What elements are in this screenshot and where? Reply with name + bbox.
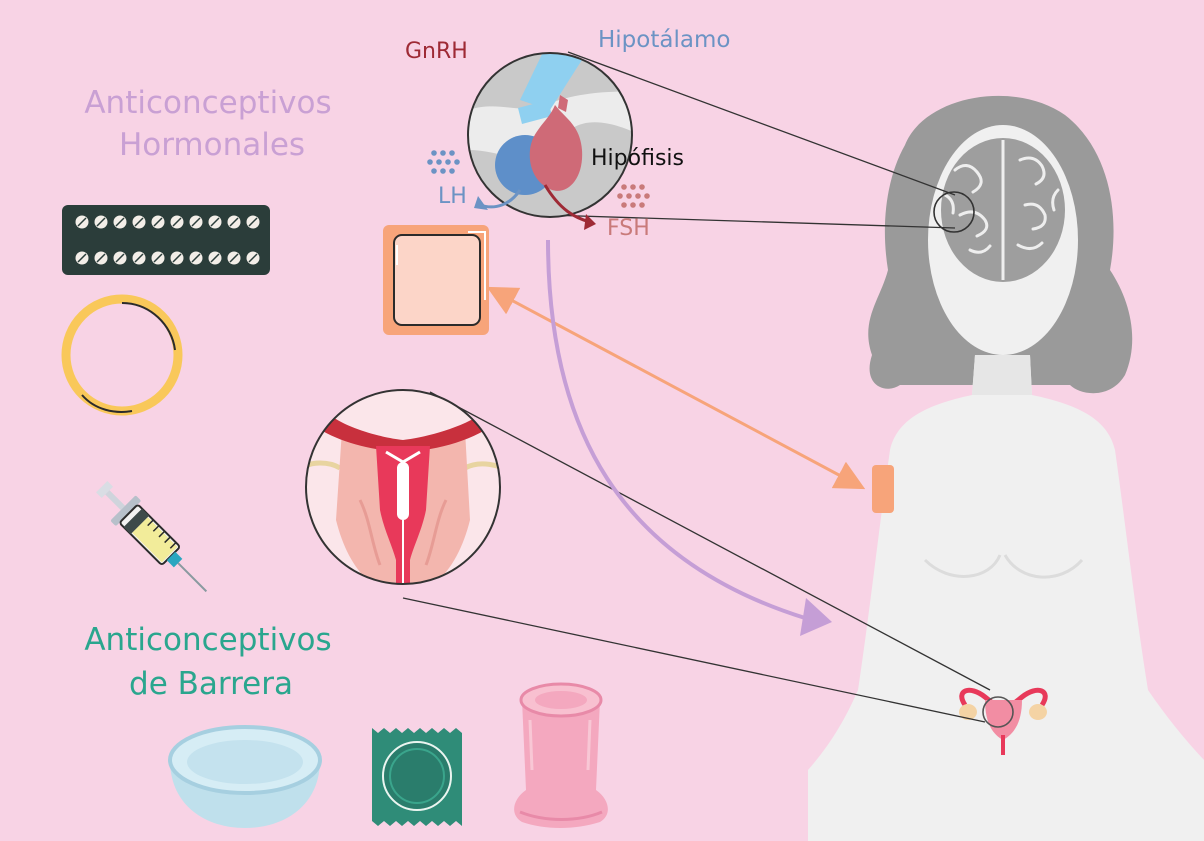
lh-dots-icon: [427, 150, 460, 174]
barrier-title-line1: Anticonceptivos: [84, 622, 331, 658]
pituitary-label: Hipófisis: [591, 146, 684, 171]
pituitary-to-uterus-arrow: [546, 239, 832, 636]
condom-pack-icon: [372, 728, 462, 826]
vaginal-ring-icon: [61, 294, 183, 416]
gnrh-label: GnRH: [405, 39, 468, 64]
pill-pack-icon: [62, 205, 270, 275]
body: [808, 355, 1204, 841]
fsh-dots-icon: [617, 184, 650, 208]
hypothalamus-label: Hipotálamo: [598, 27, 730, 53]
diaphragm-icon: [168, 725, 322, 828]
iud-magnified-icon: [305, 389, 501, 585]
hormonal-title-line2: Hormonales: [119, 127, 305, 163]
hormonal-title-line1: Anticonceptivos: [84, 85, 331, 121]
woman-silhouette: [808, 95, 1204, 841]
patch-icon: [383, 225, 489, 335]
lh-label: LH: [438, 184, 467, 209]
syringe-icon: [96, 481, 208, 593]
barrier-title-line2: de Barrera: [129, 666, 293, 702]
brain-icon: [941, 138, 1065, 282]
arm-patch: [872, 465, 894, 513]
fsh-label: FSH: [607, 216, 650, 241]
patch-to-arm-arrow: [486, 286, 866, 490]
female-condom-icon: [514, 682, 608, 828]
pituitary-magnified-view: [427, 52, 650, 230]
